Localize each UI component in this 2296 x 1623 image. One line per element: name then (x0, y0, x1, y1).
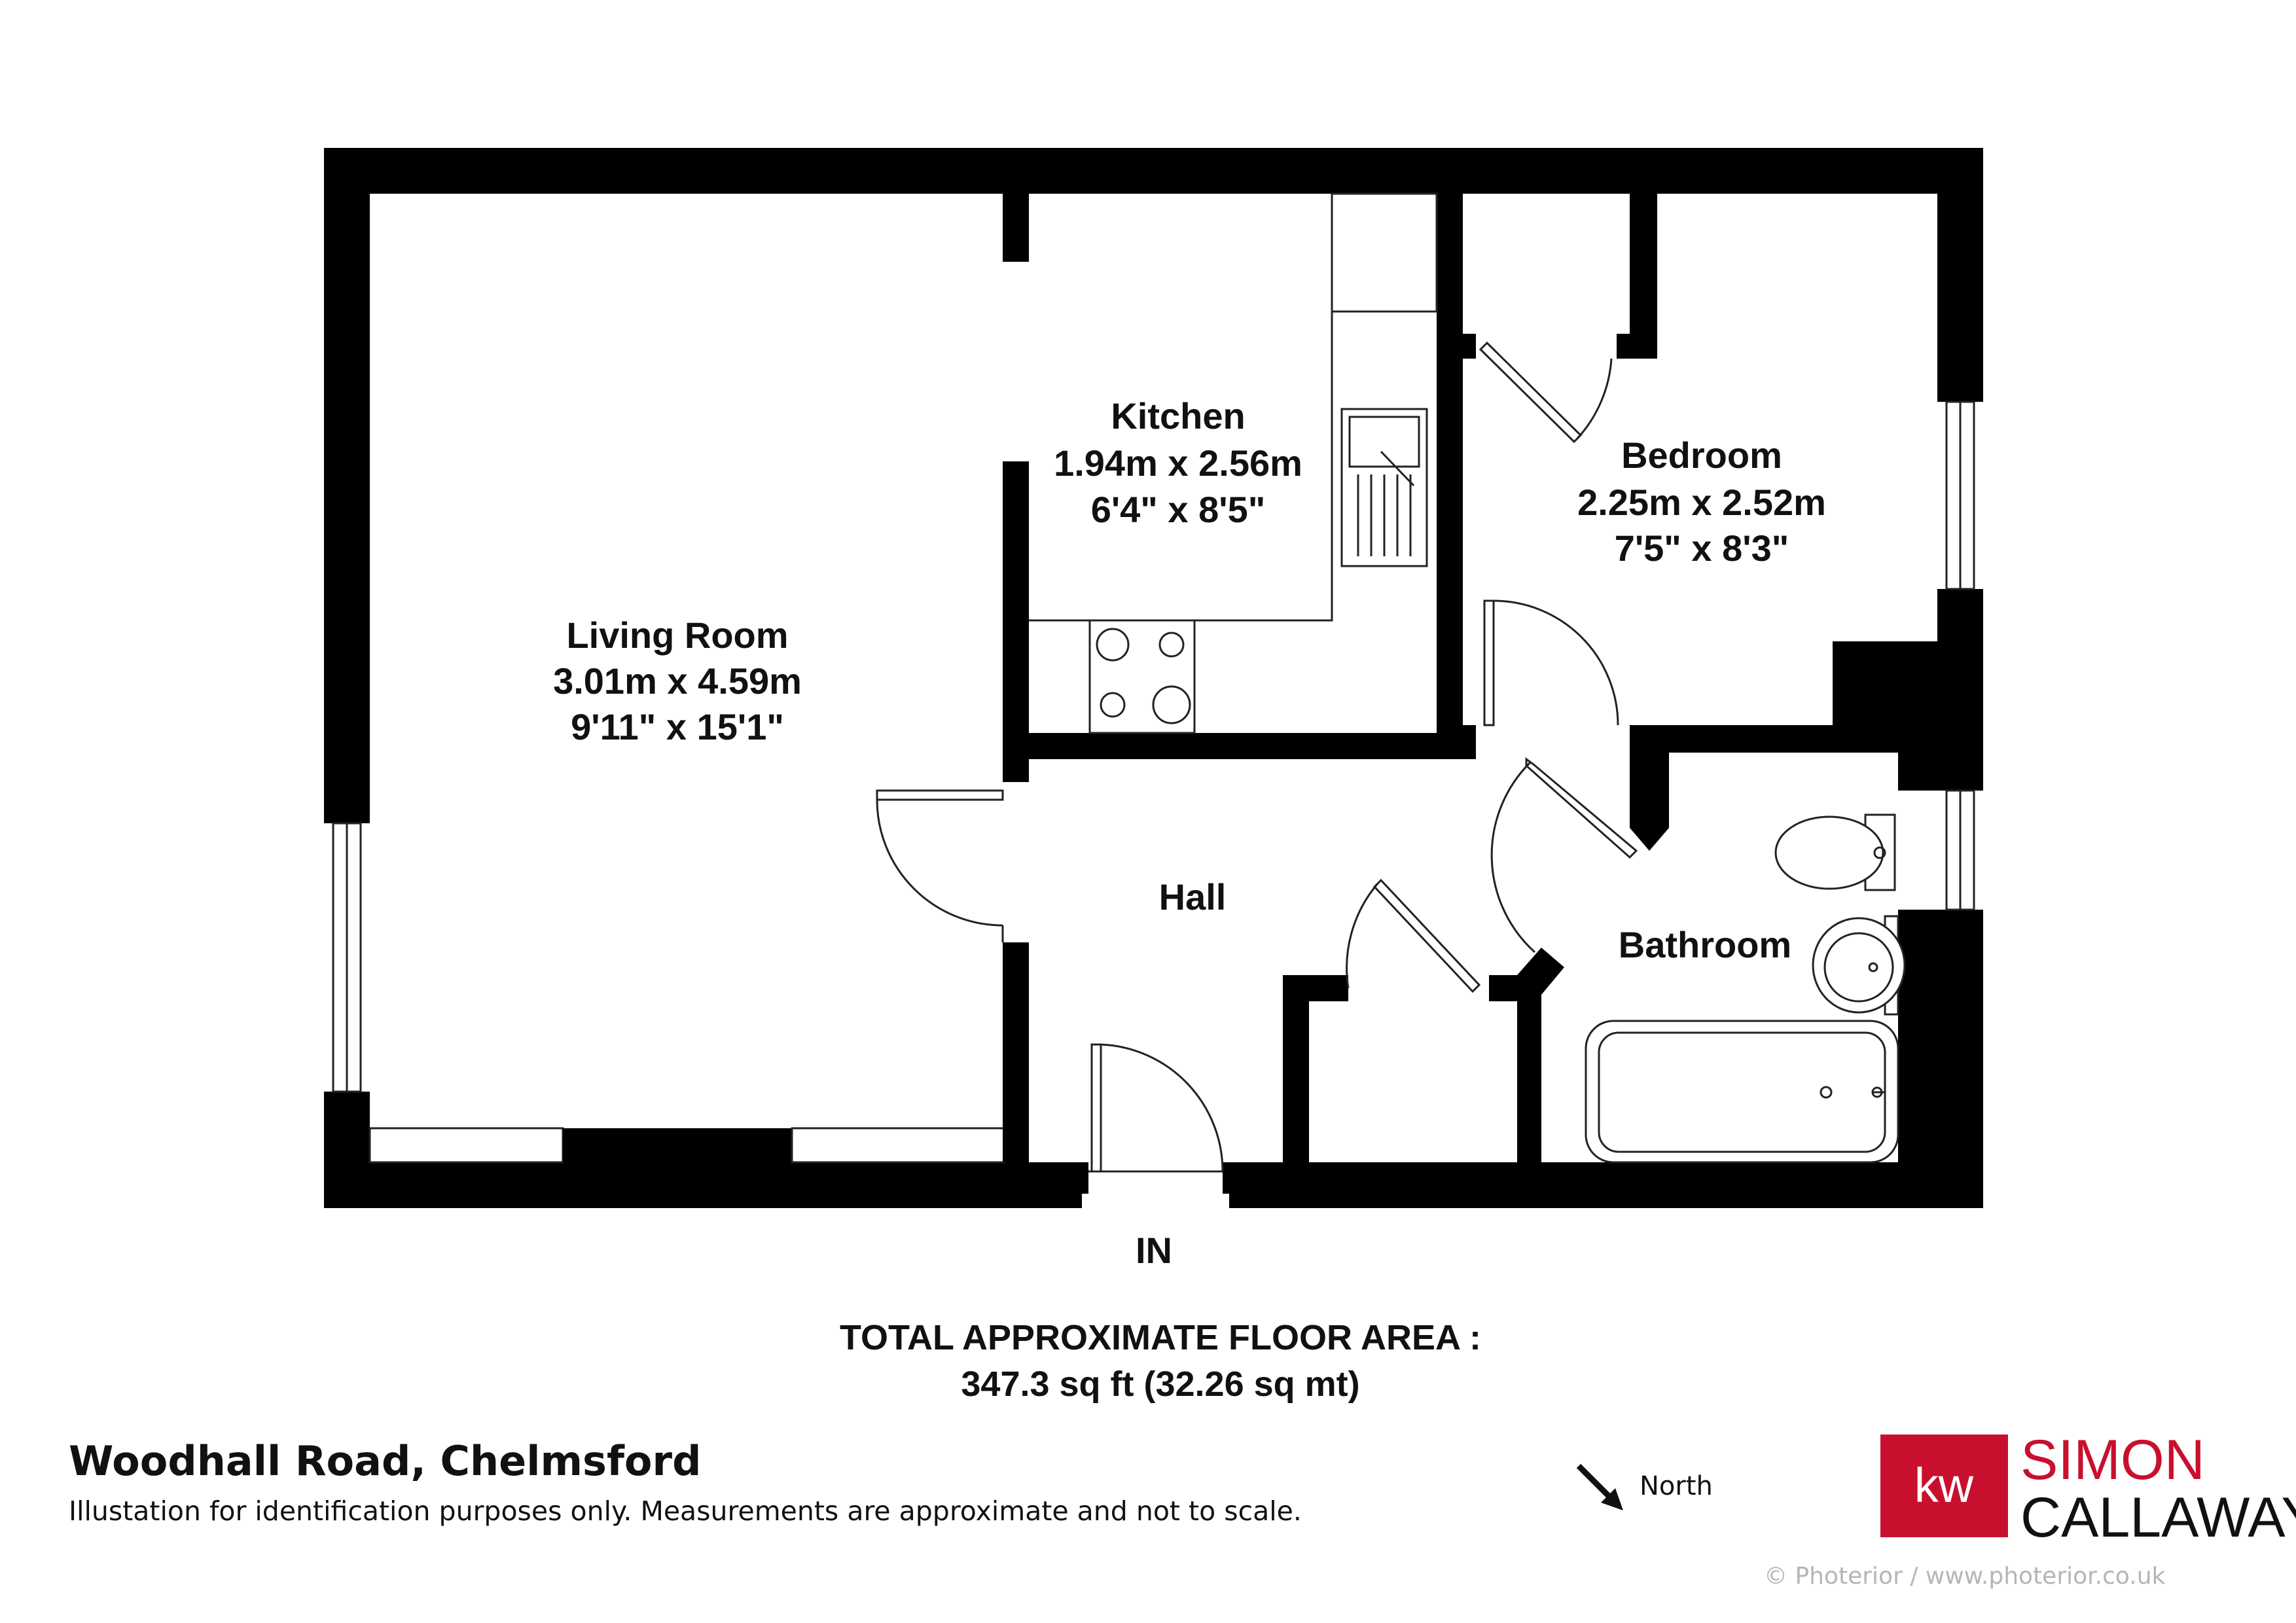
disclaimer: Illustation for identification purposes … (69, 1495, 1302, 1527)
bedroom-metric: 2.25m x 2.52m (1577, 482, 1826, 523)
kitchen-fittings (1029, 192, 1438, 734)
outer-walls (324, 148, 1983, 1208)
doors (876, 341, 1638, 1194)
windows (332, 401, 1975, 1164)
brand-line2: CALLAWAY (2020, 1486, 2296, 1549)
kw-logo-icon: kw (1880, 1435, 2008, 1537)
kitchen-metric: 1.94m x 2.56m (1054, 442, 1302, 484)
bedroom-name: Bedroom (1621, 435, 1782, 476)
living-room-imperial: 9'11" x 15'1" (571, 706, 784, 747)
north-arrow-icon (1576, 1463, 1623, 1510)
copyright: © Photerior / www.photerior.co.uk (1764, 1563, 2166, 1590)
bathroom-name: Bathroom (1619, 924, 1791, 965)
entrance-label: IN (1136, 1230, 1172, 1271)
kitchen-imperial: 6'4" x 8'5" (1091, 489, 1266, 530)
north-label: North (1640, 1471, 1713, 1501)
floor-area-heading: TOTAL APPROXIMATE FLOOR AREA : (840, 1318, 1481, 1357)
brand-line1: SIMON (2020, 1429, 2205, 1491)
floor-area-value: 347.3 sq ft (32.26 sq mt) (961, 1364, 1359, 1404)
bedroom-imperial: 7'5" x 8'3" (1615, 527, 1789, 569)
property-address: Woodhall Road, Chelmsford (69, 1437, 701, 1485)
interior-walls (1003, 194, 1937, 1162)
kw-badge-text: kw (1914, 1458, 1974, 1512)
living-room-name: Living Room (566, 615, 788, 656)
living-room-metric: 3.01m x 4.59m (553, 660, 802, 702)
hall-name: Hall (1159, 876, 1227, 918)
kitchen-name: Kitchen (1111, 395, 1245, 437)
bathroom-fittings (1585, 813, 1906, 1164)
